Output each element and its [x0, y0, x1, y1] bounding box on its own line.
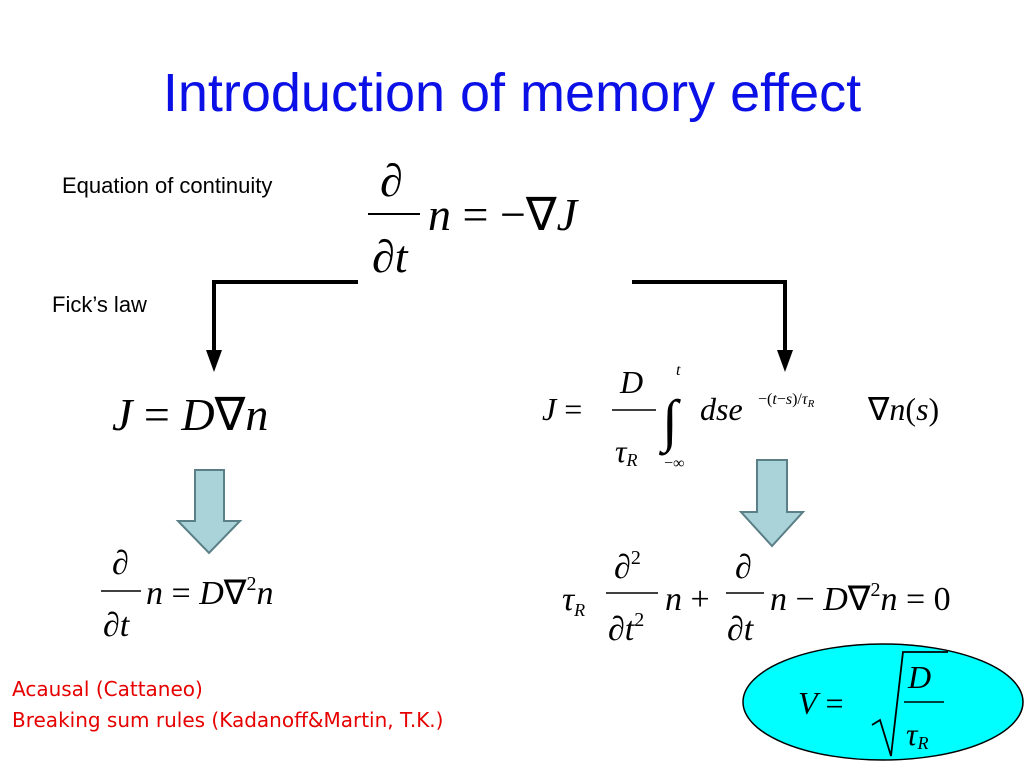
slide-title: Introduction of memory effect	[162, 63, 862, 123]
svg-text:n − D∇2n = 0: n − D∇2n = 0	[770, 579, 951, 618]
right-arrow-head	[777, 350, 793, 372]
velocity-ellipse	[742, 643, 1024, 761]
svg-text:∂: ∂	[112, 545, 129, 582]
svg-text:n +: n +	[665, 581, 710, 618]
svg-text:D: D	[619, 364, 643, 400]
svg-text:V =: V =	[798, 685, 844, 721]
svg-text:−(t−s)/τR: −(t−s)/τR	[758, 391, 815, 410]
right-connector	[632, 280, 787, 352]
svg-text:dse: dse	[700, 391, 743, 427]
right-block-arrow	[738, 459, 806, 548]
svg-text:D: D	[907, 659, 931, 695]
left-block-arrow	[175, 469, 243, 555]
svg-text:∇n(s): ∇n(s)	[867, 391, 939, 427]
svg-text:n = −∇J: n = −∇J	[428, 189, 580, 240]
notes: Acausal (Cattaneo) Breaking sum rules (K…	[12, 674, 443, 736]
svg-text:∂t2: ∂t2	[608, 609, 644, 648]
memory-current-equation: J = D τR t ∫ −∞ dse −(t−s)/τR ∇n(s)	[542, 362, 939, 472]
telegraph-equation: τR ∂2 ∂t2 n + ∂ ∂t n − D∇2n = 0	[562, 547, 951, 648]
svg-text:n = D∇2n: n = D∇2n	[146, 573, 274, 612]
svg-text:t: t	[676, 362, 681, 379]
fick-law-label: Fick’s law	[52, 292, 147, 317]
svg-text:∂2: ∂2	[614, 547, 641, 586]
svg-text:τR: τR	[562, 581, 585, 620]
svg-text:∫: ∫	[658, 388, 681, 456]
svg-text:J =: J =	[542, 391, 582, 427]
svg-text:∂t: ∂t	[103, 607, 131, 644]
diffusion-equation: ∂ ∂t n = D∇2n	[101, 545, 274, 644]
note-sum-rules: Breaking sum rules (Kadanoff&Martin, T.K…	[12, 708, 444, 732]
continuity-label: Equation of continuity	[62, 173, 273, 198]
svg-text:τR: τR	[615, 433, 637, 470]
left-connector	[212, 280, 358, 352]
fick-current-equation: J = D∇n	[112, 389, 268, 440]
note-acausal: Acausal (Cattaneo)	[12, 677, 203, 701]
left-arrow-head	[206, 350, 222, 372]
svg-text:∂: ∂	[380, 155, 403, 206]
svg-text:∂t: ∂t	[727, 611, 755, 648]
svg-text:∂: ∂	[735, 549, 752, 586]
svg-text:∂t: ∂t	[372, 231, 409, 282]
continuity-equation: ∂ ∂t n = −∇J	[368, 155, 580, 282]
svg-text:−∞: −∞	[664, 455, 684, 472]
